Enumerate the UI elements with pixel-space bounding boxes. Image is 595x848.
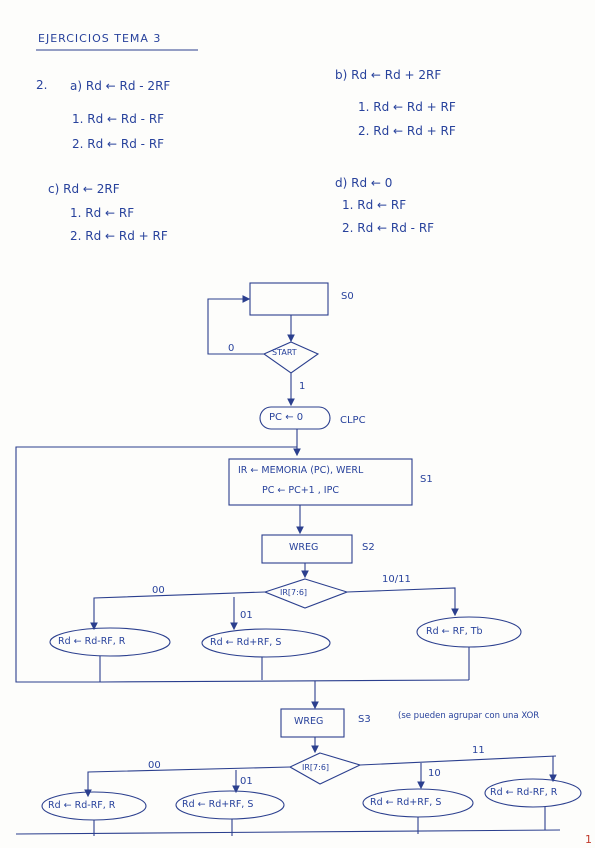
part-a-label: a) <box>70 79 83 93</box>
part-b-step-1: 1. Rd ← Rd + RF <box>358 100 456 114</box>
part-a-step-1: 1. Rd ← Rd - RF <box>72 112 165 126</box>
out-a-text: Rd ← Rd-RF, R <box>58 636 126 647</box>
branch2-00-label: 00 <box>148 760 161 771</box>
part-c-label: c) <box>48 182 60 196</box>
part-a: a) Rd ← Rd - 2RF <box>70 79 170 93</box>
part-d: d) Rd ← 0 <box>335 176 392 190</box>
part-b-label: b) <box>335 68 348 82</box>
pc-reset-oval <box>259 406 331 430</box>
branch-01-label: 01 <box>240 610 253 621</box>
branch2-11-label: 11 <box>472 745 485 756</box>
page-number: 1 <box>585 833 592 846</box>
page-title: EJERCICIOS TEMA 3 <box>38 32 162 45</box>
out2-d-oval <box>484 778 582 808</box>
s2-box <box>261 534 353 564</box>
pc-reset-label: PC ← 0 <box>269 412 304 423</box>
part-c-step-2: 2. Rd ← Rd + RF <box>70 229 168 243</box>
out2-d-text: Rd ← Rd-RF, R <box>490 787 558 798</box>
s1-line-2: PC ← PC+1 , IPC <box>262 485 339 496</box>
s1-label: S1 <box>420 474 433 485</box>
s1-box <box>228 458 413 506</box>
title-underline <box>36 49 198 51</box>
out-a-oval <box>49 627 171 657</box>
start-branch-one: 1 <box>299 381 306 392</box>
s1-line-1: IR ← MEMORIA (PC), WERL <box>238 465 364 476</box>
out2-c-text: Rd ← Rd+RF, S <box>370 797 442 808</box>
branch-10-11-label: 10/11 <box>382 574 411 585</box>
branch-00-label: 00 <box>152 585 165 596</box>
pc-signal-label: CLPC <box>340 415 366 426</box>
out-b-oval <box>201 628 331 658</box>
out-c-text: Rd ← RF, Tb <box>426 626 483 637</box>
part-d-step-2: 2. Rd ← Rd - RF <box>342 221 435 235</box>
s0-box <box>249 282 329 316</box>
decision-2-diamond <box>288 752 362 785</box>
part-c-step-1: 1. Rd ← RF <box>70 206 135 220</box>
exercise-number: 2. <box>36 78 48 92</box>
decision-1-text: IR[7:6] <box>280 588 308 597</box>
start-label: START <box>272 348 297 357</box>
part-c-main: Rd ← 2RF <box>63 182 120 196</box>
branch2-10-label: 10 <box>428 768 441 779</box>
s0-label: S0 <box>341 291 354 302</box>
s3-label: S3 <box>358 714 371 725</box>
part-c: c) Rd ← 2RF <box>48 182 120 196</box>
s3-box-text: WREG <box>294 716 324 727</box>
start-diamond <box>262 341 320 374</box>
branch2-01-label: 01 <box>240 776 253 787</box>
part-a-main: Rd ← Rd - 2RF <box>85 79 171 93</box>
s3-box <box>280 708 345 738</box>
s2-box-text: WREG <box>289 542 319 553</box>
decision-2-text: IR[7:6] <box>302 763 330 772</box>
start-branch-zero: 0 <box>228 343 235 354</box>
out2-a-text: Rd ← Rd-RF, R <box>48 800 116 811</box>
part-b-step-2: 2. Rd ← Rd + RF <box>358 124 456 138</box>
s3-note: (se pueden agrupar con una XOR <box>398 711 540 721</box>
part-d-step-1: 1. Rd ← RF <box>342 198 407 212</box>
part-b-main: Rd ← Rd + 2RF <box>351 68 442 82</box>
out2-b-text: Rd ← Rd+RF, S <box>182 799 254 810</box>
part-a-step-2: 2. Rd ← Rd - RF <box>72 137 165 151</box>
part-b: b) Rd ← Rd + 2RF <box>335 68 441 82</box>
out2-b-oval <box>175 790 285 820</box>
s2-label: S2 <box>362 542 375 553</box>
part-d-label: d) <box>335 176 348 190</box>
decision-1-diamond <box>263 578 349 609</box>
part-d-main: Rd ← 0 <box>351 176 393 190</box>
out-b-text: Rd ← Rd+RF, S <box>210 637 282 648</box>
